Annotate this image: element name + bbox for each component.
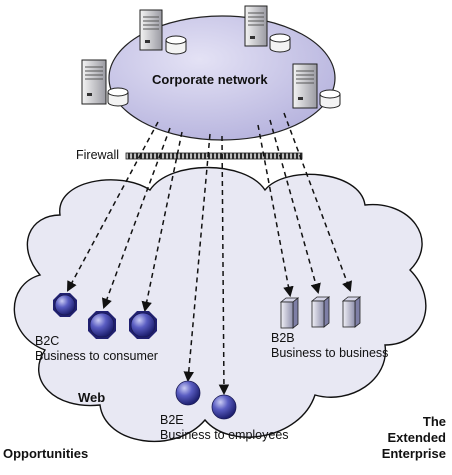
corporate-network-label: Corporate network bbox=[152, 72, 268, 87]
sphere-node-icon bbox=[175, 380, 201, 406]
extended-enterprise-line1: The bbox=[422, 414, 446, 429]
b2c-code: B2C bbox=[35, 334, 60, 348]
building-block-icon bbox=[341, 296, 362, 328]
web-label: Web bbox=[78, 390, 106, 405]
database-disk-icon bbox=[107, 87, 129, 107]
arrow-to-b2c-1 bbox=[67, 121, 159, 292]
web-cloud bbox=[13, 166, 427, 442]
b2e-code: B2E bbox=[160, 413, 184, 427]
arrow-to-b2b-2 bbox=[269, 119, 321, 295]
server-tower-icon bbox=[139, 9, 163, 51]
sphere-node-icon bbox=[211, 394, 237, 420]
extended-enterprise-line2: Extended bbox=[387, 430, 446, 445]
octagon-node-icon bbox=[53, 293, 77, 317]
arrow-to-b2b-3 bbox=[283, 112, 352, 292]
b2c-description: Business to consumer bbox=[35, 349, 158, 363]
octagon-node-icon bbox=[88, 311, 116, 339]
opportunities-label: Opportunities bbox=[3, 446, 89, 461]
octagon-node-icon bbox=[129, 311, 157, 339]
b2b-code: B2B bbox=[271, 331, 295, 345]
database-disk-icon bbox=[165, 35, 187, 55]
database-disk-icon bbox=[269, 33, 291, 53]
b2e-description: Business to employees bbox=[160, 428, 289, 442]
server-tower-icon bbox=[81, 59, 107, 105]
firewall-bar bbox=[125, 152, 303, 160]
arrow-to-b2c-2 bbox=[101, 127, 171, 309]
server-tower-icon bbox=[244, 5, 268, 47]
connection-arrows bbox=[67, 112, 352, 396]
building-block-icon bbox=[279, 297, 300, 329]
extended-enterprise-line3: Enterprise bbox=[381, 446, 446, 461]
firewall-label: Firewall bbox=[76, 148, 120, 162]
server-tower-icon bbox=[292, 63, 318, 109]
building-block-icon bbox=[310, 296, 331, 328]
arrow-to-b2b-1 bbox=[257, 124, 294, 298]
database-disk-icon bbox=[319, 89, 341, 109]
b2b-description: Business to business bbox=[271, 346, 389, 360]
arrow-to-b2e-2 bbox=[218, 135, 230, 396]
arrow-to-b2c-3 bbox=[141, 131, 183, 313]
